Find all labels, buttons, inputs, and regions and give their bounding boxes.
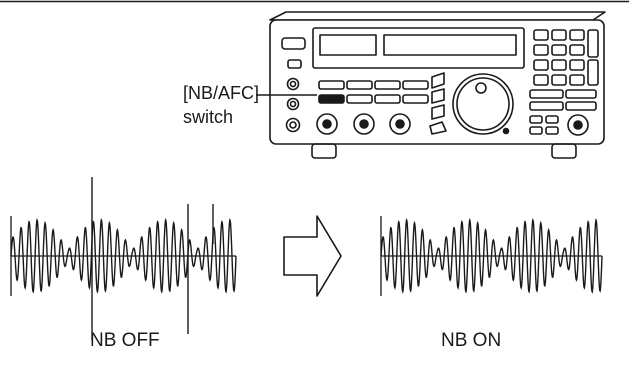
knob-right bbox=[567, 114, 589, 136]
main-dial-finger-hole bbox=[475, 82, 487, 94]
keypad bbox=[533, 29, 599, 86]
display-window-outer bbox=[312, 27, 525, 69]
knob-1 bbox=[316, 113, 338, 135]
mode-button-4 bbox=[429, 121, 447, 135]
waveform-nb-on bbox=[380, 216, 603, 296]
small-switch bbox=[287, 59, 302, 69]
right-arrow bbox=[283, 215, 342, 297]
receiver-top-face bbox=[269, 11, 606, 21]
knob-3 bbox=[389, 113, 411, 135]
jack-2 bbox=[286, 97, 300, 111]
nb-afc-switch bbox=[318, 94, 345, 104]
display-window-left bbox=[319, 34, 377, 56]
mode-button-1 bbox=[431, 72, 445, 89]
receiver-foot-left bbox=[311, 143, 337, 159]
waveform-nb-off bbox=[10, 177, 237, 340]
receiver-foot-right bbox=[551, 143, 577, 159]
knob-2 bbox=[353, 113, 375, 135]
callout-line-1: [NB/AFC] bbox=[183, 83, 260, 103]
signal-trace bbox=[380, 218, 603, 294]
caption-nb-off: NB OFF bbox=[90, 330, 160, 351]
caption-nb-on: NB ON bbox=[441, 330, 502, 351]
jack-1 bbox=[286, 77, 300, 91]
signal-trace bbox=[10, 218, 237, 294]
main-dial bbox=[452, 73, 514, 135]
receiver-front-panel bbox=[269, 19, 605, 145]
receiver-illustration bbox=[269, 11, 606, 159]
mode-button-2 bbox=[431, 88, 445, 104]
power-switch bbox=[281, 37, 306, 50]
callout-line-2: switch bbox=[183, 107, 234, 127]
nb-afc-switch-label: [NB/AFC] switch bbox=[183, 81, 259, 129]
jack-3 bbox=[285, 117, 301, 133]
display-window-right bbox=[383, 34, 517, 56]
mode-button-3 bbox=[431, 104, 445, 120]
